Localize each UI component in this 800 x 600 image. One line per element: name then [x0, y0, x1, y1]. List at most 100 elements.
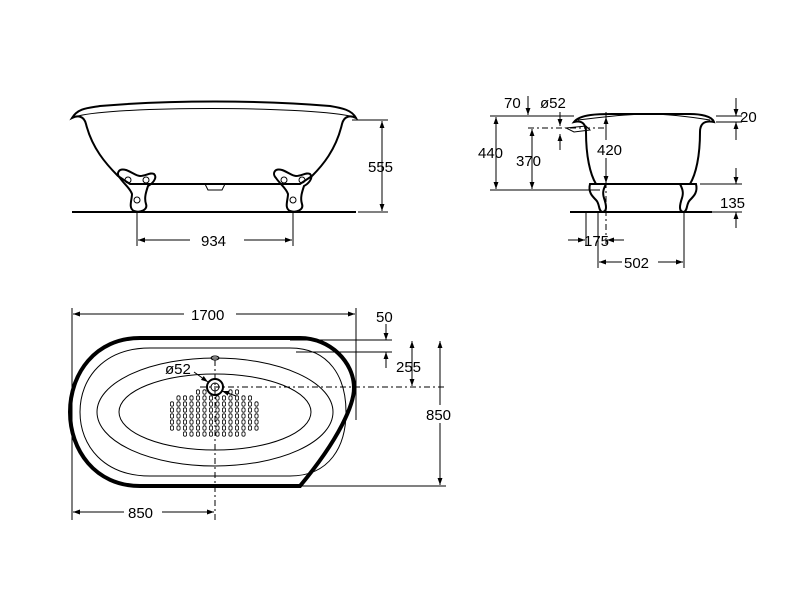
antislip-dot — [234, 419, 239, 425]
dim-end-feet-height: 135 — [720, 195, 745, 212]
antislip-dot — [176, 401, 181, 407]
antislip-dot — [182, 431, 187, 437]
end-view: 70 ø52 20 440 370 420 135 175 — [478, 95, 757, 272]
antislip-dot — [202, 407, 207, 413]
antislip-dot — [195, 395, 200, 401]
antislip-dot — [247, 407, 252, 413]
antislip-dot — [221, 407, 226, 413]
antislip-dot — [208, 407, 213, 413]
antislip-dot — [189, 419, 194, 425]
dim-plan-width: 850 — [426, 407, 451, 424]
antislip-dot — [176, 419, 181, 425]
antislip-dot — [221, 401, 226, 407]
antislip-dot — [241, 395, 246, 401]
dim-plan-half-length: 850 — [128, 505, 153, 522]
antislip-dot — [228, 413, 233, 419]
antislip-dot — [195, 431, 200, 437]
antislip-dot — [247, 425, 252, 431]
side-right-foot — [273, 168, 313, 213]
antislip-dot — [182, 425, 187, 431]
antislip-dot — [215, 401, 220, 407]
antislip-dot — [241, 413, 246, 419]
antislip-dot — [202, 395, 207, 401]
antislip-dot — [234, 395, 239, 401]
antislip-dot — [215, 413, 220, 419]
end-left-foot — [588, 183, 608, 214]
antislip-dot — [215, 425, 220, 431]
antislip-dot — [234, 407, 239, 413]
antislip-dot — [176, 425, 181, 431]
antislip-dot — [182, 419, 187, 425]
antislip-dot — [215, 407, 220, 413]
antislip-dot — [254, 419, 259, 425]
dim-end-drain-offset: 175 — [584, 233, 609, 250]
antislip-dot — [208, 431, 213, 437]
antislip-dot — [241, 419, 246, 425]
antislip-dot — [189, 401, 194, 407]
antislip-dot — [254, 407, 259, 413]
antislip-dot — [208, 413, 213, 419]
dim-side-feet-spacing: 934 — [201, 233, 226, 250]
antislip-dot — [254, 425, 259, 431]
antislip-dot — [228, 395, 233, 401]
antislip-dot — [195, 419, 200, 425]
antislip-dot — [254, 401, 259, 407]
end-overflow-fitting — [564, 125, 592, 133]
side-left-foot — [117, 168, 157, 213]
antislip-dot — [202, 413, 207, 419]
antislip-dot — [215, 395, 220, 401]
antislip-dot — [215, 431, 220, 437]
antislip-dot — [215, 419, 220, 425]
antislip-dot — [195, 413, 200, 419]
antislip-dot — [202, 389, 207, 395]
dim-end-inner-depth: 420 — [597, 142, 622, 159]
antislip-dot — [169, 407, 174, 413]
antislip-dot — [202, 431, 207, 437]
antislip-dot — [176, 413, 181, 419]
plan-tub-basin — [96, 357, 334, 467]
antislip-dot — [182, 413, 187, 419]
antislip-dot — [221, 419, 226, 425]
antislip-dot — [202, 425, 207, 431]
antislip-dot — [247, 419, 252, 425]
plan-antislip-pattern — [169, 389, 259, 437]
antislip-dot — [202, 401, 207, 407]
antislip-dot — [228, 425, 233, 431]
side-tub-outline — [69, 100, 359, 185]
side-tub-rim — [77, 108, 351, 117]
antislip-dot — [176, 407, 181, 413]
antislip-dot — [169, 413, 174, 419]
dim-end-rim-offset: 70 — [504, 95, 521, 112]
plan-view: 1700 50 255 850 ø52 850 — [67, 304, 458, 522]
side-drain-bump — [204, 183, 226, 191]
end-tub-outline — [571, 113, 716, 185]
antislip-dot — [228, 401, 233, 407]
antislip-dot — [247, 401, 252, 407]
antislip-dot — [241, 431, 246, 437]
dim-end-overflow-diameter: ø52 — [540, 95, 566, 112]
dim-plan-drain-offset: 255 — [396, 359, 421, 376]
antislip-dot — [189, 425, 194, 431]
antislip-dot — [189, 395, 194, 401]
antislip-dot — [176, 395, 181, 401]
antislip-dot — [247, 395, 252, 401]
antislip-dot — [208, 419, 213, 425]
dim-end-rim-thickness: 20 — [740, 109, 757, 126]
dim-side-height: 555 — [368, 159, 393, 176]
antislip-dot — [228, 407, 233, 413]
side-view: 555 934 — [69, 100, 393, 250]
antislip-dot — [182, 401, 187, 407]
antislip-dot — [169, 419, 174, 425]
end-right-foot — [678, 183, 698, 214]
dim-end-overflow-height: 370 — [516, 153, 541, 170]
antislip-dot — [241, 425, 246, 431]
antislip-dot — [208, 395, 213, 401]
dim-plan-edge-offset: 50 — [376, 309, 393, 326]
antislip-dot — [234, 401, 239, 407]
antislip-dot — [189, 431, 194, 437]
antislip-dot — [221, 425, 226, 431]
plan-tub-rim — [79, 347, 347, 477]
antislip-dot — [182, 395, 187, 401]
antislip-dot — [228, 431, 233, 437]
